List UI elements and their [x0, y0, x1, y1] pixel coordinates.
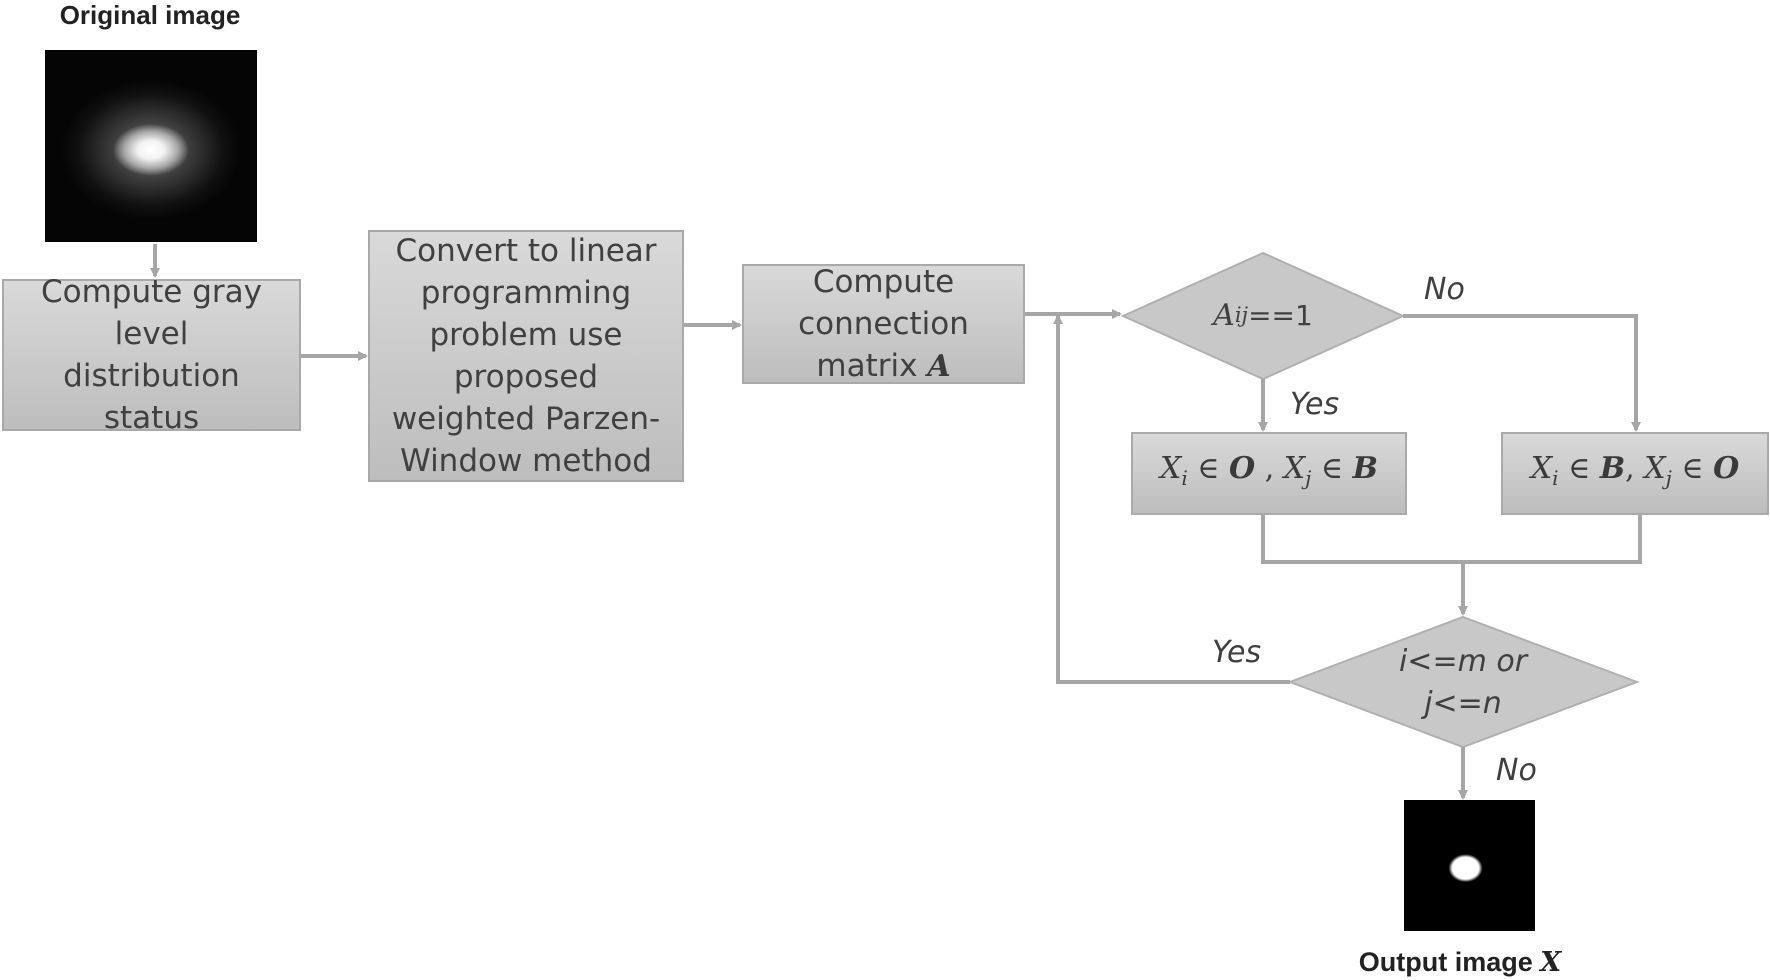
- matrix-a-symbol: A: [927, 349, 951, 384]
- arrow-decision-no: [1403, 314, 1641, 432]
- original-image: [45, 50, 257, 242]
- assign-right-sep: ,: [1625, 451, 1645, 486]
- output-caption-var: X: [1540, 947, 1562, 978]
- decision-a-no-label: No: [1424, 272, 1465, 307]
- assign-left-label: Xi ∈ O , Xj ∈ B: [1160, 449, 1378, 498]
- assign-left-set1: O: [1229, 451, 1256, 486]
- assign-left-set2: B: [1352, 451, 1378, 486]
- assign-right-label: Xi ∈ B, Xj ∈ O: [1531, 449, 1739, 498]
- assign-right-box: Xi ∈ B, Xj ∈ O: [1501, 432, 1769, 515]
- connection-matrix-text: Compute connection matrix: [798, 264, 969, 384]
- assign-right-xi: X: [1530, 451, 1553, 486]
- assign-right-op1: ∈: [1558, 451, 1600, 486]
- assign-right-set1: B: [1599, 451, 1626, 486]
- aij-subscript: ij: [1234, 303, 1249, 327]
- linear-programming-box: Convert to linear programming problem us…: [368, 230, 684, 482]
- aij-rest: ==1: [1248, 298, 1313, 332]
- original-image-caption: Original image: [59, 0, 241, 30]
- output-image: [1404, 800, 1535, 931]
- decision-a-yes-label: Yes: [1290, 387, 1340, 422]
- assign-left-xj: X: [1283, 451, 1306, 486]
- output-caption-text: Output image: [1358, 947, 1533, 977]
- assign-left-j-sub: j: [1305, 466, 1312, 490]
- decision-loop-yes-label: Yes: [1212, 635, 1262, 670]
- linear-programming-label: Convert to linear programming problem us…: [391, 233, 661, 479]
- connection-matrix-box: Compute connection matrix A: [742, 264, 1025, 384]
- assign-left-sep: ,: [1255, 451, 1284, 486]
- assign-right-i-sub: i: [1552, 466, 1559, 490]
- assign-left-i-sub: i: [1181, 466, 1188, 490]
- decision-loop-label: i<=m or j<=n: [1363, 638, 1563, 728]
- assign-right-xj: X: [1644, 451, 1666, 486]
- assign-right-op2: ∈: [1671, 451, 1714, 486]
- decision-loop-text: i<=m or j<=n: [1398, 644, 1528, 721]
- connection-matrix-label: Compute connection matrix A: [774, 261, 993, 387]
- aij-symbol: A: [1213, 297, 1235, 333]
- assign-left-op2: ∈: [1311, 451, 1353, 486]
- assign-left-box: Xi ∈ O , Xj ∈ B: [1131, 432, 1407, 515]
- compute-gray-level-label: Compute gray level distribution status: [41, 274, 262, 436]
- assign-right-j-sub: j: [1665, 466, 1672, 490]
- decision-loop-no-label: No: [1496, 753, 1537, 788]
- assign-right-set2: O: [1713, 451, 1740, 486]
- output-image-caption: Output image X: [1300, 946, 1620, 979]
- assign-left-op1: ∈: [1187, 451, 1230, 486]
- assign-left-xi: X: [1160, 451, 1182, 486]
- merge-line: [1261, 515, 1642, 564]
- compute-gray-level-box: Compute gray level distribution status: [2, 274, 301, 436]
